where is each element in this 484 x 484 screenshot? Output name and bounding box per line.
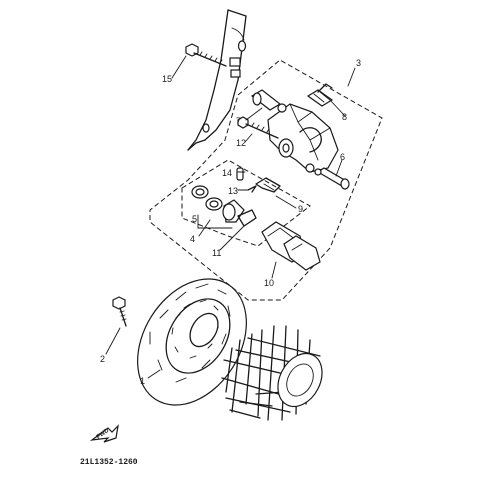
callout-13: 13: [228, 186, 238, 196]
callout-15: 15: [162, 74, 172, 84]
wheel-hub: [221, 325, 323, 421]
caliper-piston: [191, 185, 245, 223]
forward-arrow-badge: FWD: [89, 424, 119, 443]
callout-11: 11: [212, 248, 221, 258]
callout-2: 2: [100, 354, 105, 364]
callout-1: 1: [140, 376, 145, 386]
callout-8: 8: [342, 112, 347, 122]
callout-3: 3: [356, 58, 361, 68]
brake-disc: [137, 278, 247, 406]
pad-shim: [237, 209, 257, 227]
callout-9: 9: [298, 204, 303, 214]
callout-6: 6: [340, 152, 345, 162]
front-fork-leg: [187, 9, 247, 151]
pad-spring: [255, 177, 281, 193]
leader-lines: [105, 55, 356, 379]
callout-labels: 1 2 3 4 5 6 7 8 9 10 11 12 13 14 15: [100, 58, 361, 386]
callout-5: 5: [192, 214, 197, 224]
callout-7: 7: [236, 116, 241, 126]
callout-4: 4: [190, 234, 195, 244]
bleed-valve: [306, 83, 334, 107]
part-code: 21L1352-1260: [80, 458, 138, 467]
callout-14: 14: [222, 168, 232, 178]
fork-bolt: [185, 43, 227, 67]
disc-bolt: [112, 296, 127, 327]
brake-caliper: [267, 103, 339, 173]
disc-slots: [149, 283, 231, 383]
caliper-assembly-outline: [149, 59, 383, 301]
caliper-pin: [305, 163, 350, 190]
caliper-bushing: [250, 89, 287, 113]
callout-10: 10: [264, 278, 274, 288]
pad-clip: [236, 167, 257, 193]
brake-pads: [261, 221, 321, 271]
callout-12: 12: [236, 138, 246, 148]
caliper-bolt: [237, 116, 279, 139]
